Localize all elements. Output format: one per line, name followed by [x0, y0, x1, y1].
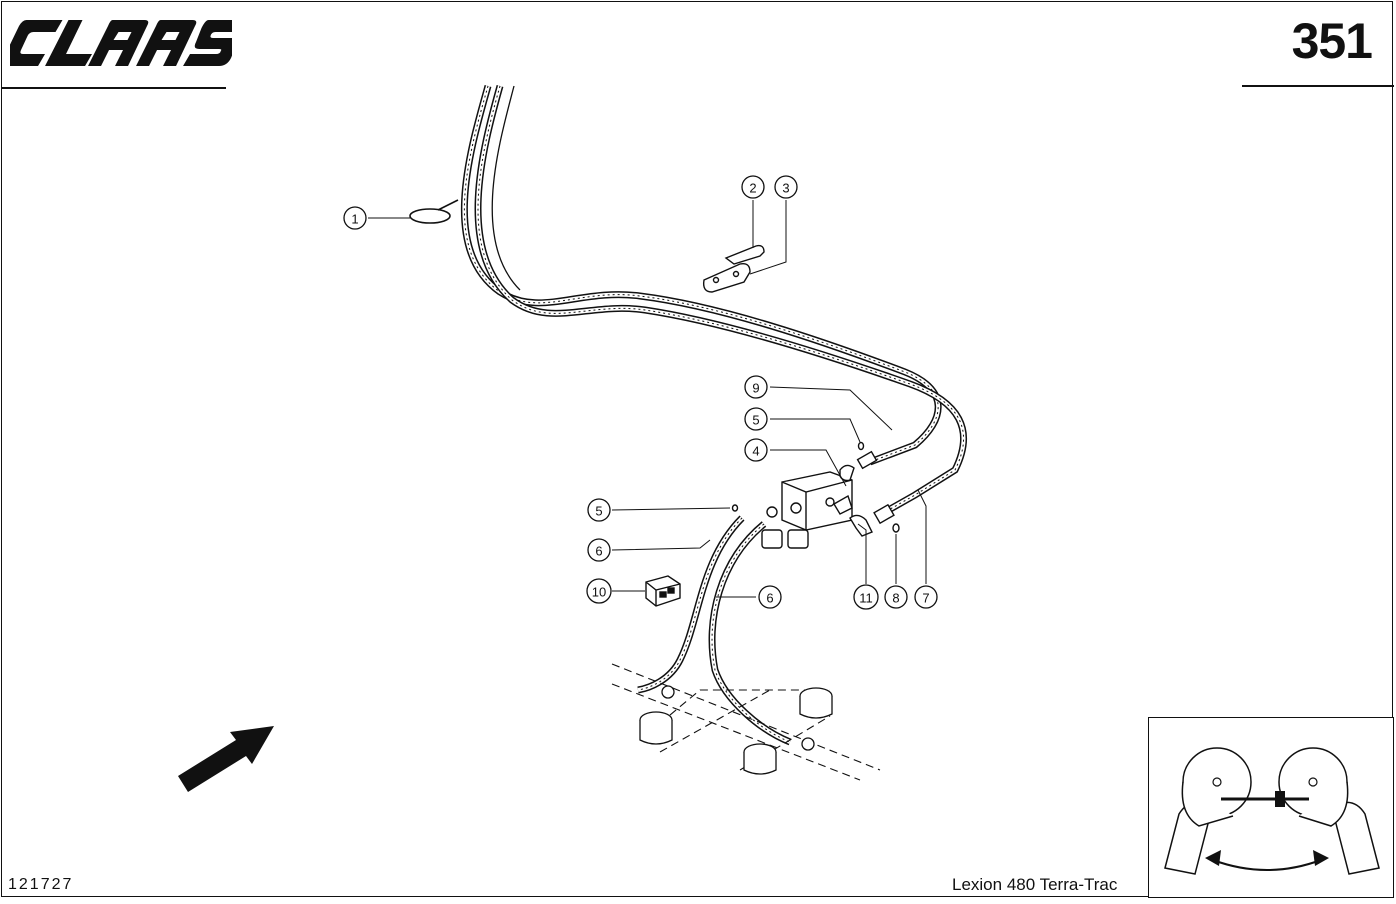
callout-10: 10	[586, 578, 612, 604]
axle-mounts	[639, 685, 833, 775]
steering-pivot-inset	[1148, 717, 1394, 898]
callout-7: 7	[914, 585, 938, 609]
brand-logo	[10, 20, 232, 66]
header-rule-left	[1, 87, 226, 89]
hose-clamp-part	[409, 199, 459, 224]
hose-holder-part	[702, 244, 765, 293]
arrow-icon	[178, 726, 274, 792]
svg-text:2: 2	[749, 181, 756, 196]
svg-text:6: 6	[595, 544, 602, 559]
model-label: Lexion 480 Terra-Trac	[952, 875, 1118, 894]
svg-text:11: 11	[859, 591, 873, 606]
svg-text:9: 9	[752, 381, 759, 396]
svg-text:6: 6	[766, 591, 773, 606]
leader-lines	[368, 200, 927, 598]
svg-text:5: 5	[752, 413, 759, 428]
callout-1: 1	[343, 206, 367, 230]
svg-text:8: 8	[892, 591, 899, 606]
spacer-block-part	[645, 575, 681, 607]
callout-8: 8	[884, 585, 908, 609]
callout-5-lower: 5	[587, 498, 611, 522]
callout-5-upper: 5	[744, 407, 768, 431]
svg-text:3: 3	[782, 181, 789, 196]
main-hose-bundle	[460, 85, 967, 516]
page-number: 351	[1291, 13, 1373, 69]
callout-4: 4	[744, 438, 768, 462]
svg-text:5: 5	[595, 504, 602, 519]
short-hoses	[637, 515, 792, 746]
svg-text:1: 1	[351, 212, 358, 227]
drawing-number: 121727	[8, 876, 74, 893]
svg-text:4: 4	[752, 444, 759, 459]
callout-2: 2	[741, 175, 765, 199]
header-rule-right	[1242, 85, 1394, 87]
valve-block	[761, 471, 853, 549]
callout-11: 11	[853, 584, 879, 610]
svg-text:7: 7	[922, 591, 929, 606]
svg-text:10: 10	[592, 585, 606, 600]
callout-3: 3	[774, 175, 798, 199]
callout-6-left: 6	[587, 538, 611, 562]
callout-9: 9	[744, 375, 768, 399]
callout-6-right: 6	[758, 585, 782, 609]
